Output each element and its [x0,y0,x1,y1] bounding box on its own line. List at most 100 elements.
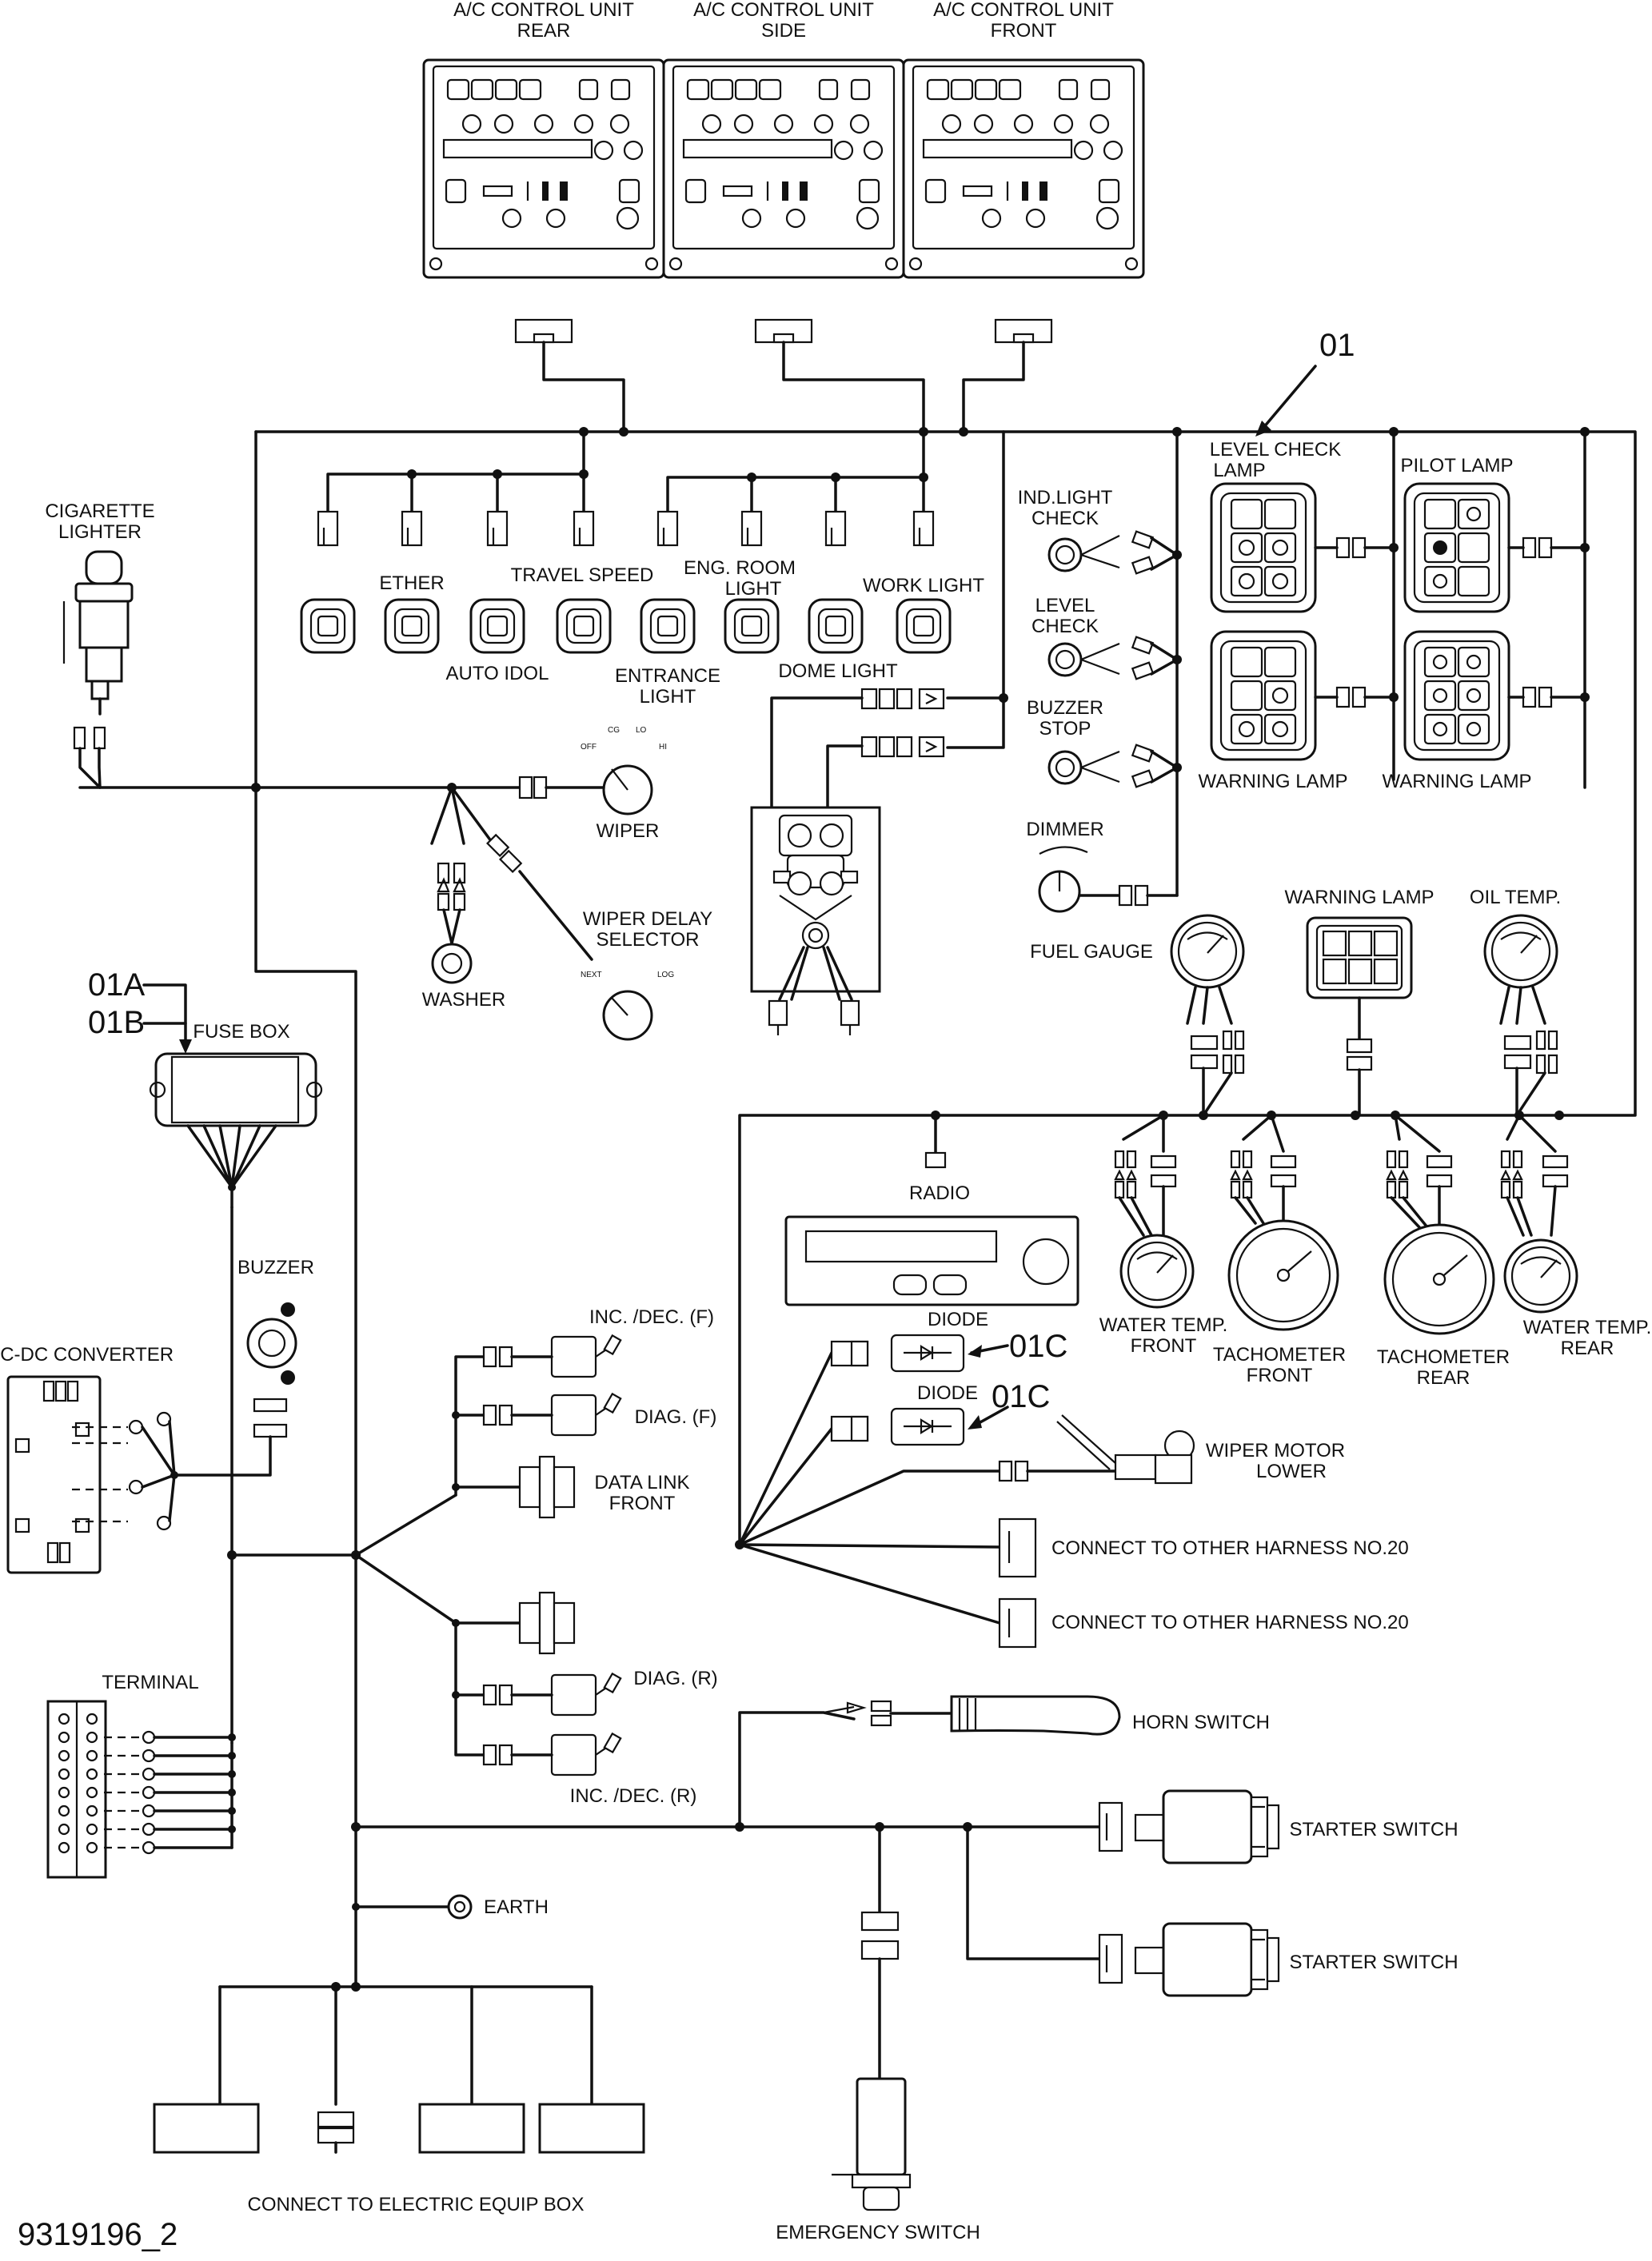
water-temp-front-gauge: WATER TEMP. FRONT [1099,1114,1227,1357]
horn-switch: HORN SWITCH [738,1695,1270,1828]
tachometer-rear-label-2: REAR [1417,1367,1470,1389]
ether-label: ETHER [379,572,444,594]
ac-side-label-2: SIDE [761,20,806,42]
ac-control-unit-rear [422,58,665,279]
ac-control-units: A/C CONTROL UNIT REAR A/C CONTROL UNIT S… [422,0,1145,279]
inc-dec-diag-cluster: INC. /DEC. (F) DIAG. (F) DATA LINK FRONT… [452,1306,718,1807]
electric-equip-box: CONNECT TO ELECTRIC EQUIP BOX [153,1905,645,2215]
ind-light-check-label-1: IND.LIGHT [1018,487,1113,508]
washer-label: WASHER [422,989,505,1011]
pilot-lamp: PILOT LAMP [1401,455,1590,613]
tachometer-rear-label-1: TACHOMETER [1377,1346,1510,1368]
level-check-label-2: CHECK [1032,616,1099,637]
wiper-motor-lower-label-1: WIPER MOTOR [1206,1440,1345,1461]
rocker-switch-auto-idol-2 [469,598,525,654]
drawing-number: 9319196_2 [18,2217,178,2252]
wiper-pos-lo: LO [636,726,647,735]
water-temp-front-label-2: FRONT [1131,1335,1197,1357]
dimmer-label: DIMMER [1026,819,1103,840]
starter-switch-label-2: STARTER SWITCH [1289,1952,1458,1973]
ac-rear-label-2: REAR [517,20,571,42]
buzzer-stop-label-2: STOP [1039,718,1091,740]
connect-harness-label-2: CONNECT TO OTHER HARNESS NO.20 [1051,1612,1409,1633]
pilot-lamp-label: PILOT LAMP [1401,455,1514,477]
washer: WASHER [422,783,505,1011]
data-link-front-label-2: FRONT [609,1493,676,1514]
buzzer-stop: BUZZER STOP [1027,697,1182,788]
ac-front-label-2: FRONT [991,20,1057,42]
entrance-light-label-2: LIGHT [640,686,696,708]
wiper-pos-hi: HI [659,743,667,752]
control-lever-assembly [750,688,945,1035]
ref-01c-2: 01C [992,1379,1050,1414]
warning-lamp-label-3: WARNING LAMP [1284,887,1434,908]
wiper-motor-lower-label-2: LOWER [1256,1461,1327,1482]
oil-temp-label: OIL TEMP. [1470,887,1561,908]
warning-lamp-label-1: WARNING LAMP [1198,771,1347,792]
wiper-motor-lower: WIPER MOTOR LOWER [1026,1414,1345,1485]
diodes-and-connectors: DIODE 01C DIODE 01C CONNECT TO OTHER HAR… [735,1309,1409,1649]
dimmer: DIMMER FUEL GAUGE [1026,819,1179,963]
starter-switch-label-1: STARTER SWITCH [1289,1819,1458,1840]
entrance-light-label-1: ENTRANCE [615,665,720,687]
wiper-delay-selector: WIPER DELAY SELECTOR NEXT LOG [450,786,712,1041]
earth-label: EARTH [484,1896,549,1918]
earth: EARTH [352,1894,549,1920]
radio: RADIO [784,1114,1079,1306]
tachometer-front-label-2: FRONT [1247,1365,1313,1386]
ac-rear-label-1: A/C CONTROL UNIT [453,0,634,21]
water-temp-rear-label-2: REAR [1561,1338,1614,1359]
inc-dec-f-label: INC. /DEC. (F) [589,1306,714,1328]
ac-control-unit-front [902,58,1145,279]
starter-switch-2: STARTER SWITCH [1098,1922,1458,1997]
rocker-switch-eng-room-light [724,598,780,654]
ac-control-unit-side [662,58,905,279]
connect-harness-label-1: CONNECT TO OTHER HARNESS NO.20 [1051,1537,1409,1559]
eng-room-light-label-1: ENG. ROOM [684,557,796,579]
ac-side-label-1: A/C CONTROL UNIT [693,0,874,21]
ref-01b: 01B [88,1005,145,1040]
buzzer-label: BUZZER [237,1257,314,1278]
dcdc-converter-label: DC-DC CONVERTER [0,1344,174,1366]
water-temp-rear-label-1: WATER TEMP. [1523,1317,1651,1338]
ind-light-check: IND.LIGHT CHECK [1018,487,1182,575]
eng-room-light-label-2: LIGHT [725,578,782,600]
wiper-delay-pos-next: NEXT [581,971,602,979]
fuel-gauge [1170,914,1245,1117]
wiper-delay-selector-label-2: SELECTOR [597,929,700,951]
emergency-switch-label: EMERGENCY SWITCH [776,2222,980,2243]
wiper-switch: WIPER OFF CG LO HI [518,726,667,842]
inc-dec-r-label: INC. /DEC. (R) [570,1785,697,1807]
harness-wires [78,318,1637,1960]
auto-idol-label: AUTO IDOL [446,663,549,684]
water-temp-rear-gauge: WATER TEMP. REAR [1500,1114,1651,1359]
wiper-delay-pos-log: LOG [657,971,674,979]
radio-label: RADIO [909,1182,970,1204]
ref-01c-1: 01C [1009,1329,1067,1364]
emergency-switch: EMERGENCY SWITCH [776,1825,980,2243]
wiper-delay-selector-label-1: WIPER DELAY [583,908,712,930]
rocker-switch-travel-speed [556,598,612,654]
fuse-box-label: FUSE BOX [193,1021,289,1043]
horn-switch-label: HORN SWITCH [1132,1712,1270,1733]
level-check-lamp-label-2: LAMP [1213,460,1265,481]
cigarette-lighter: CIGARETTE LIGHTER [45,500,155,789]
tachometer-front-gauge: TACHOMETER FRONT [1213,1114,1346,1386]
ac-front-label-1: A/C CONTROL UNIT [933,0,1114,21]
data-link-front-label-1: DATA LINK [594,1472,689,1493]
rocker-switch-bank: ETHER TRAVEL SPEED ENG. ROOM LIGHT WORK … [300,510,984,708]
tachometer-rear-gauge: TACHOMETER REAR [1377,1114,1510,1389]
terminal: TERMINAL [46,1672,236,1879]
rocker-switch-entrance-light [640,598,696,654]
ref-01: 01 [1319,328,1355,363]
buzzer-stop-label-1: BUZZER [1027,697,1103,719]
level-check: LEVEL CHECK [1032,595,1182,680]
warning-lamp-panel: WARNING LAMP [1284,887,1435,1117]
starter-switch-1: STARTER SWITCH [1098,1789,1458,1864]
reference-callouts: 01 9319196_2 [18,328,1355,2252]
fuel-gauge-label: FUEL GAUGE [1030,941,1153,963]
fuse-box: 01A 01B FUSE BOX [88,967,323,1209]
water-temp-front-label-1: WATER TEMP. [1099,1314,1227,1336]
dome-light-label: DOME LIGHT [778,660,898,682]
diode-label-2: DIODE [917,1382,978,1404]
